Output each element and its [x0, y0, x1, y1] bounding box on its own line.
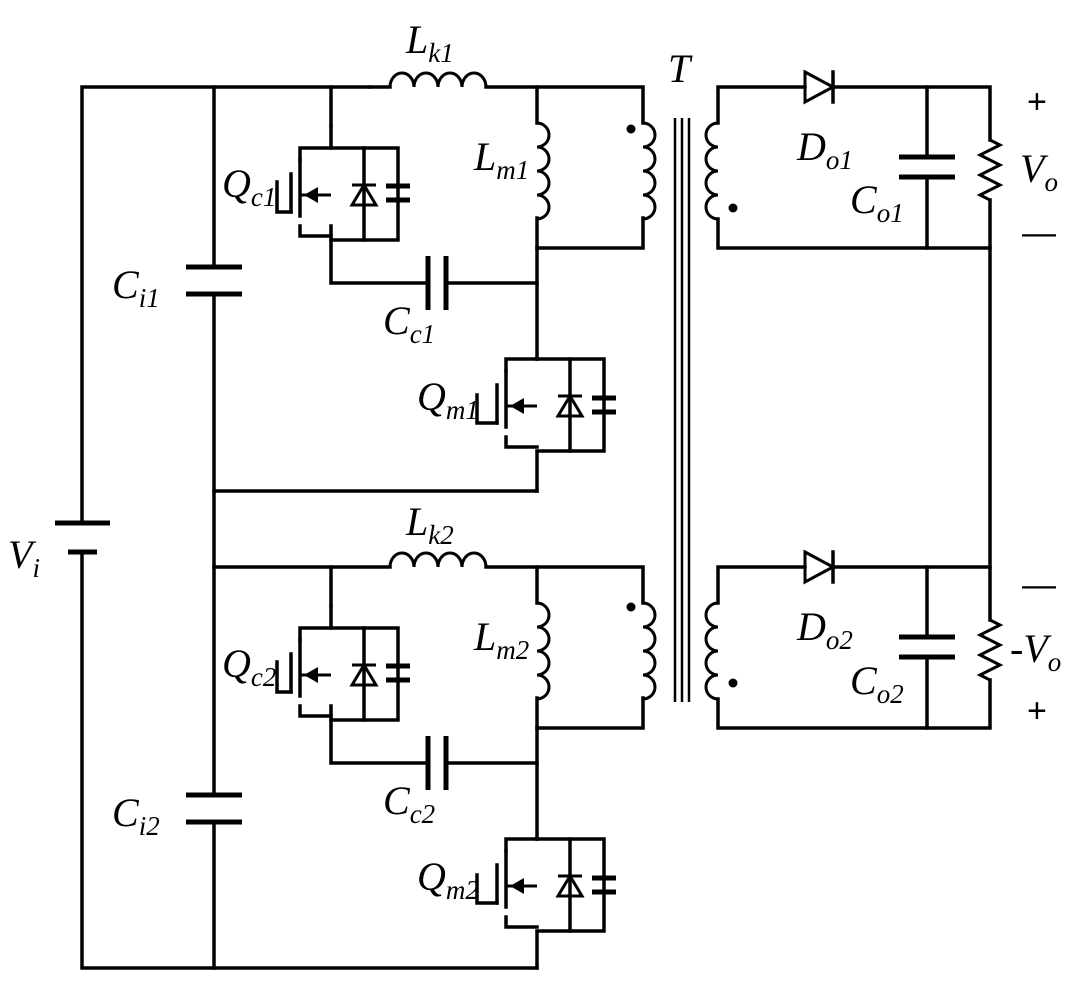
label-qm2: Qm2	[417, 854, 479, 905]
transformer-t	[626, 118, 738, 702]
inductor-lk2	[388, 551, 488, 568]
switch-qc1	[275, 124, 410, 242]
polarity-bottom-plus: +	[1027, 692, 1047, 730]
label-cc2: Cc2	[383, 778, 435, 829]
switch-qc2	[275, 604, 410, 722]
label-co1: Co1	[850, 177, 904, 228]
input-capacitor-ci1	[186, 264, 242, 297]
label-qc1: Qc1	[222, 161, 276, 212]
label-t: T	[668, 46, 693, 91]
label-ci1: Ci1	[112, 262, 160, 313]
upper-cell-wiring	[329, 85, 645, 493]
clamp-capacitor-cc2	[425, 736, 449, 790]
polarity-top-minus: —	[1022, 214, 1056, 252]
resistor-load-lower	[976, 618, 1004, 682]
label-do1: Do1	[796, 124, 853, 175]
inductor-lk1	[368, 71, 488, 89]
label-vo: Vo	[1020, 146, 1058, 197]
label-cc1: Cc1	[383, 298, 435, 349]
output-lower-wiring	[716, 565, 992, 730]
label-ci2: Ci2	[112, 790, 160, 841]
label-lk1: Lk1	[405, 17, 454, 68]
label-lm2: Lm2	[473, 614, 529, 665]
label-lm1: Lm1	[473, 134, 529, 185]
capacitor-co1	[899, 154, 955, 180]
label-qc2: Qc2	[222, 641, 276, 692]
label-do2: Do2	[796, 604, 853, 655]
input-source-vi	[55, 520, 110, 555]
label-lk2: Lk2	[405, 499, 454, 550]
lower-cell-wiring	[212, 565, 645, 970]
switch-qm1	[475, 357, 616, 453]
label-co2: Co2	[850, 658, 904, 709]
inductor-lm2	[536, 601, 551, 701]
polarity-top-plus: +	[1027, 83, 1047, 121]
inductor-lm1	[536, 121, 551, 221]
input-rails	[80, 85, 539, 970]
output-upper-wiring	[716, 85, 992, 569]
label-qm1: Qm1	[417, 374, 479, 425]
capacitor-co2	[899, 634, 955, 660]
resistor-load-upper	[976, 138, 1004, 202]
label-vi: Vi	[8, 532, 40, 583]
input-capacitor-ci2	[186, 792, 242, 825]
diode-do2	[803, 549, 837, 585]
label-neg-vo: -Vo	[1010, 626, 1061, 677]
polarity-bottom-minus: —	[1022, 566, 1056, 604]
clamp-capacitor-cc1	[425, 256, 449, 310]
diode-do1	[803, 69, 837, 105]
switch-qm2	[475, 837, 616, 933]
